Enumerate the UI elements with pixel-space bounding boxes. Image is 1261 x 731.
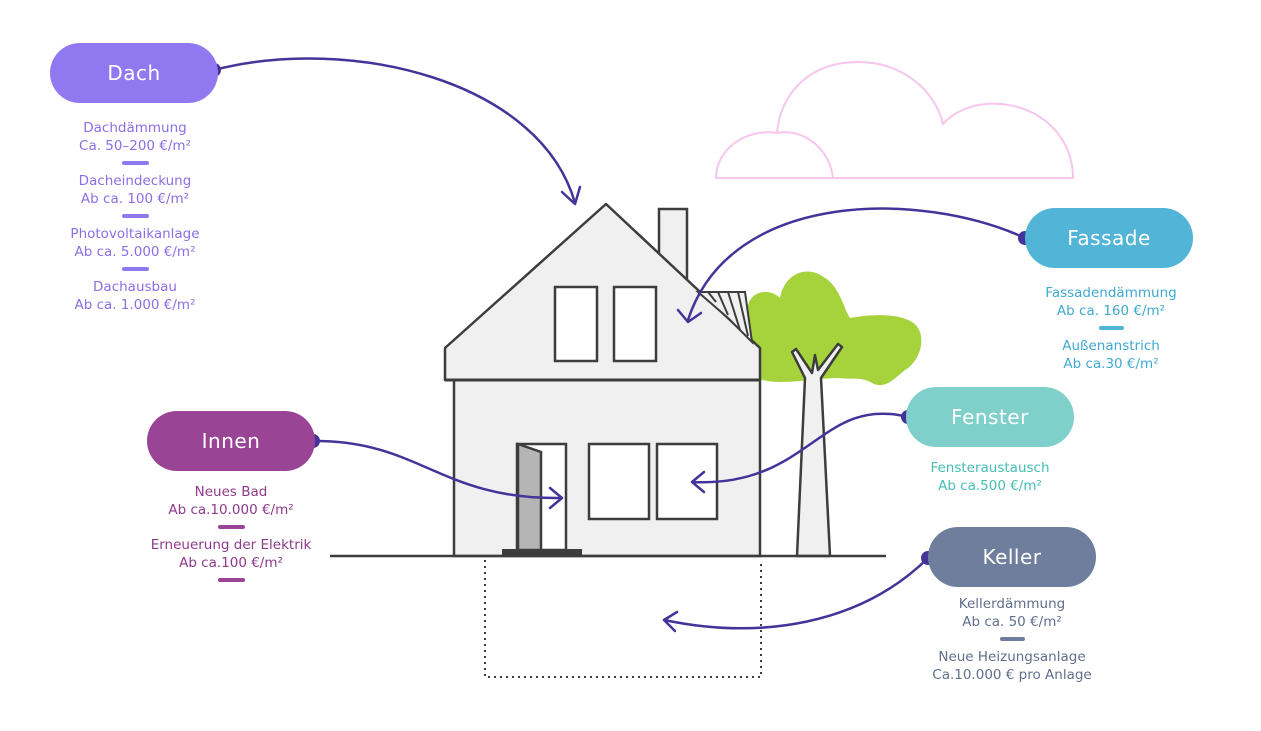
arrow-fenster: [690, 412, 910, 484]
arrow-fassade: [686, 207, 1027, 322]
dach-item-2-price: Ab ca. 5.000 €/m²: [74, 244, 196, 260]
cloud-icon: [714, 60, 1075, 179]
attic-window-right: [612, 285, 658, 363]
attic-window-left: [553, 285, 599, 363]
innen-info: Neues Bad Ab ca.10.000 €/m² Erneuerung d…: [131, 483, 331, 589]
dach-label: Dach: [50, 43, 218, 103]
dach-info: Dachdämmung Ca. 50–200 €/m² Dacheindecku…: [50, 119, 220, 314]
fenster-item-0-price: Ab ca.500 €/m²: [938, 478, 1042, 494]
innen-item-1-price: Ab ca.100 €/m²: [179, 555, 283, 571]
fassade-item-1-name: Außenanstrich: [1062, 338, 1160, 354]
fassade-item-1-price: Ab ca.30 €/m²: [1063, 356, 1159, 372]
dach-item-3-name: Dachausbau: [93, 279, 177, 295]
keller-item-0-name: Kellerdämmung: [958, 596, 1066, 612]
arrow-dach: [212, 57, 577, 205]
dach-item-0-name: Dachdämmung: [83, 120, 187, 136]
dach-item-1-name: Dacheindeckung: [78, 173, 192, 189]
arrow-innen: [311, 439, 564, 500]
basement-outline: [484, 560, 762, 678]
innen-item-0-price: Ab ca.10.000 €/m²: [168, 502, 294, 518]
tree-foliage: [748, 271, 922, 386]
keller-item-1-price: Ca.10.000 € pro Anlage: [932, 667, 1092, 683]
fassade-info: Fassadendämmung Ab ca. 160 €/m² Außenans…: [1026, 284, 1196, 373]
fenster-item-0-name: Fensteraustausch: [930, 460, 1050, 476]
keller-label: Keller: [928, 527, 1096, 587]
innen-label: Innen: [147, 411, 315, 471]
arrow-keller: [662, 556, 930, 630]
fassade-label: Fassade: [1025, 208, 1193, 268]
door-step: [502, 549, 582, 556]
innen-item-0-name: Neues Bad: [194, 484, 268, 500]
tree-trunk: [790, 342, 844, 558]
fenster-info: Fensteraustausch Ab ca.500 €/m²: [905, 459, 1075, 495]
keller-item-0-price: Ab ca. 50 €/m²: [962, 614, 1062, 630]
solar-panel-icon: [695, 291, 754, 345]
fassade-item-0-name: Fassadendämmung: [1045, 285, 1177, 301]
window-left: [587, 442, 651, 521]
fassade-item-0-price: Ab ca. 160 €/m²: [1056, 303, 1166, 319]
house-roof: [443, 202, 762, 382]
dach-item-3-price: Ab ca. 1.000 €/m²: [74, 297, 196, 313]
keller-item-1-name: Neue Heizungsanlage: [938, 649, 1086, 665]
keller-info: Kellerdämmung Ab ca. 50 €/m² Neue Heizun…: [917, 595, 1107, 684]
innen-item-1-name: Erneuerung der Elektrik: [150, 537, 312, 553]
dach-item-1-price: Ab ca. 100 €/m²: [80, 191, 190, 207]
dach-item-2-name: Photovoltaikanlage: [70, 226, 200, 242]
dach-item-0-price: Ca. 50–200 €/m²: [79, 138, 191, 154]
fenster-label: Fenster: [906, 387, 1074, 447]
